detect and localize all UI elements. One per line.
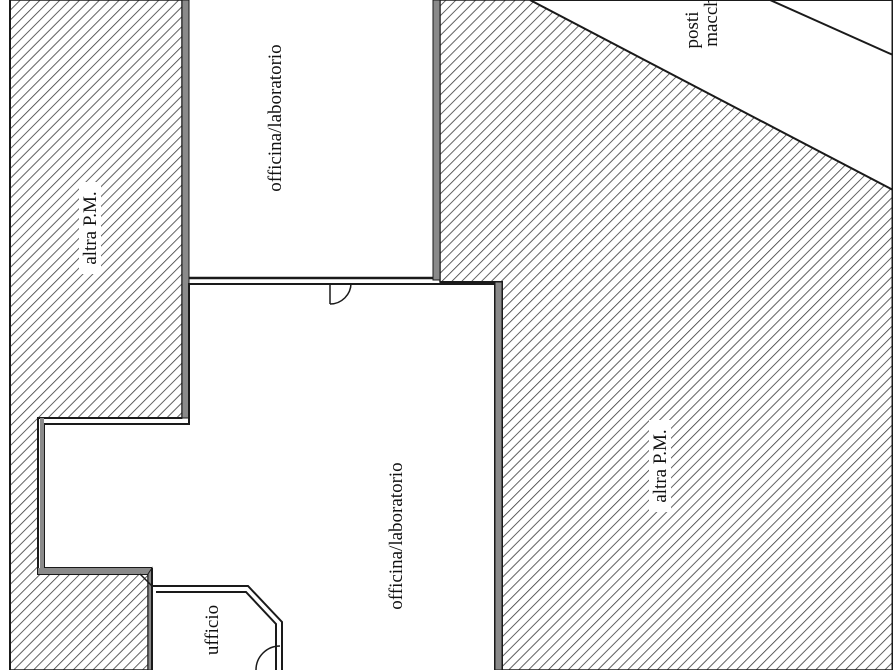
- door-swing: [329, 282, 352, 305]
- label-posti: posti: [682, 12, 703, 49]
- officina-main-walls: [37, 281, 503, 670]
- parking-diagonal-line: [769, 0, 893, 56]
- label-altra-pm-right: altra P.M.: [650, 429, 671, 502]
- parking-strip: [529, 0, 893, 192]
- label-altra-pm-left: altra P.M.: [80, 191, 101, 264]
- label-officina-main: officina/laboratorio: [386, 462, 407, 609]
- label-officina-top: officina/laboratorio: [265, 44, 286, 191]
- label-ufficio: ufficio: [202, 605, 223, 655]
- label-macch: macch: [701, 0, 722, 47]
- officina-top-walls: [181, 0, 441, 419]
- ufficio-room: [139, 566, 283, 670]
